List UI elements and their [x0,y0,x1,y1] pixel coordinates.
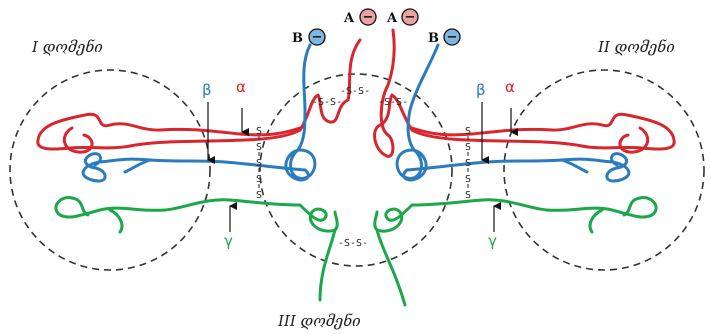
alpha-label-right: α [505,78,515,96]
ion-b-letter: B [428,31,439,46]
ss-letter: S [465,174,471,185]
minus-sign: − [447,30,458,45]
ion-a-letter: A [343,11,355,26]
ion-a-left: A − [343,8,377,26]
minus-sign: − [363,10,374,25]
ss-letter: S [256,190,262,201]
ss-letter: S [256,174,262,185]
beta-label-right: β [476,81,486,99]
ion-b-right: B − [428,28,461,46]
gamma-label-right: γ [488,232,497,250]
ion-a-right: A − [386,8,419,26]
disulfide-vertical-left: S S S S S [256,126,262,201]
domain-circle-right [503,69,705,271]
ss-letter: S [256,126,262,137]
ion-b-left: B − [292,28,326,46]
disulfide-bond-top-right: -S-S- [378,97,408,108]
minus-sign: − [405,10,416,25]
ion-b-letter: B [292,31,303,46]
domain-circle-left [9,69,211,271]
gamma-chain [54,196,658,307]
minus-sign: − [312,30,323,45]
alpha-label-left: α [236,78,246,96]
ss-letter: S [465,126,471,137]
disulfide-bond-top-center: -S-S- [340,86,370,97]
domain-label-left: I დომენი [31,38,103,56]
ion-a-letter: A [386,11,398,26]
gamma-label-left: γ [224,232,233,250]
domain-label-bottom: III დომენი [277,312,361,330]
disulfide-bond-bottom: -S-S- [338,238,368,249]
ss-letter: S [256,158,262,169]
disulfide-vertical-right: S S S S S [465,126,471,201]
ss-letter: S [465,190,471,201]
ss-letter: S [256,142,262,153]
ss-letter: S [465,158,471,169]
beta-label-left: β [202,81,212,99]
beta-chain [81,43,631,183]
domain-label-right: II დომენი [597,38,675,56]
domain-circle-center [259,73,453,267]
disulfide-bond-top-left: -S-S- [312,97,342,108]
ss-letter: S [465,142,471,153]
